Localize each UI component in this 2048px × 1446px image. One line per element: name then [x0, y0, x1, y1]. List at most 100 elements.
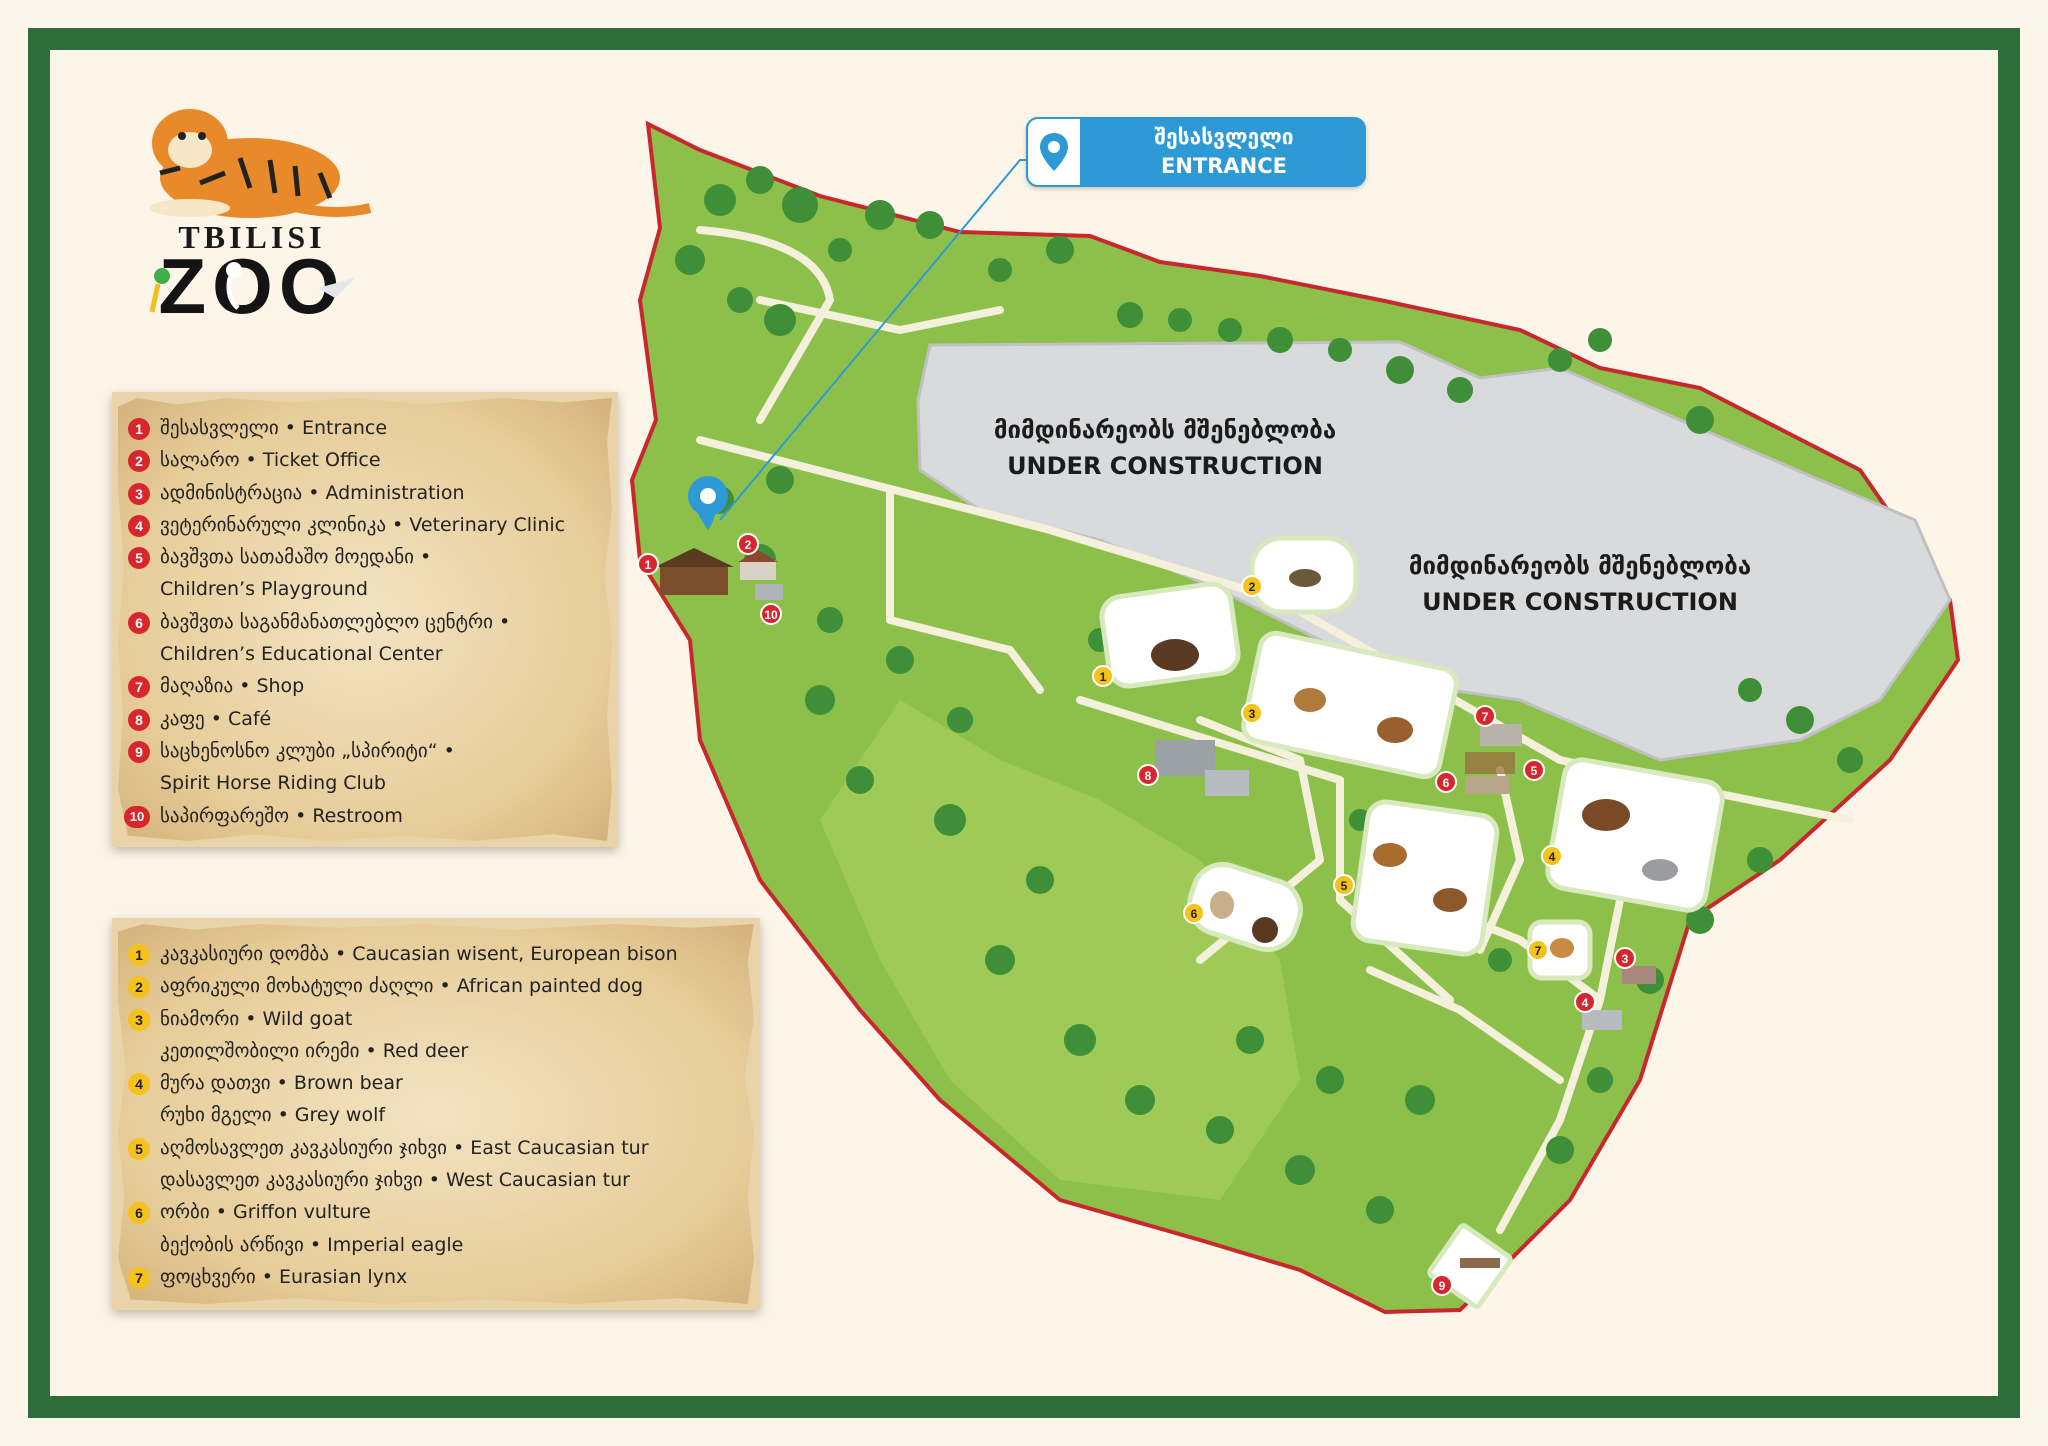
animal-legend-text: ორბი • Griffon vulture: [160, 1201, 371, 1224]
construction-label-1-ka: მიმდინარეობს მშენებლობა: [994, 416, 1336, 444]
tree-clusters: [675, 166, 1863, 1224]
parrot-icon: [149, 268, 170, 313]
enclosure-number-badge: 6: [128, 1202, 150, 1225]
facility-number-badge: 2: [128, 450, 150, 473]
enclosure-number-badge: 2: [128, 976, 150, 999]
animal-legend-text: კეთილშობილი ირემი • Red deer: [160, 1039, 469, 1062]
riding-club-icon: [1460, 1258, 1500, 1268]
grey-wolf-icon: [1642, 859, 1678, 881]
facility-marker-circle: [1474, 705, 1496, 727]
facility-legend-text: ადმინისტრაცია • Administration: [160, 481, 465, 504]
ticket-office-icon: [738, 550, 778, 580]
enclosure-marker-circle: [1527, 939, 1549, 961]
entrance-callout-pin: [1026, 117, 1082, 187]
animal-legend-item: 7 ფოცხვერი • Eurasian lynx: [128, 1261, 678, 1293]
facility-legend-text: ბავშვთა სათამაშო მოედანი •: [160, 546, 432, 569]
painted-dog-icon: [1289, 569, 1321, 587]
enclosure-marker-number: 6: [1191, 907, 1198, 921]
animal-legend-text: რუხი მგელი • Grey wolf: [160, 1104, 386, 1127]
facility-marker-number: 7: [1482, 710, 1489, 724]
enclosure-1: [1099, 581, 1241, 689]
restroom-icon: [755, 584, 783, 600]
facility-number-badge: 5: [128, 547, 150, 570]
animal-legend-text: კავკასიური დომბა • Caucasian wisent, Eur…: [160, 943, 678, 965]
facility-number-badge: 4: [128, 514, 150, 537]
enclosure-marker-number: 2: [1249, 580, 1256, 594]
enclosure-marker-number: 3: [1249, 707, 1256, 721]
facility-legend-text-continued: Spirit Horse Riding Club: [160, 772, 386, 795]
facility-marker-circle: [1574, 991, 1596, 1013]
enclosure-marker-number: 1: [1100, 670, 1107, 684]
animal-legend-text: დასავლეთ კავკასიური ჯიხვი • West Caucasi…: [160, 1169, 630, 1192]
facility-number-badge: 1: [128, 418, 150, 440]
entrance-pin-icon: [688, 476, 728, 530]
facility-marker-circle: [1137, 764, 1159, 786]
enclosure-number-badge: 7: [128, 1266, 150, 1289]
educational-center-icon: [1465, 776, 1509, 794]
enclosure-marker-circle: [1183, 902, 1205, 924]
enclosure-number-badge: 3: [128, 1008, 150, 1031]
facility-marker-number: 6: [1443, 776, 1450, 790]
tiger-icon: [150, 109, 372, 218]
enclosure-marker-circle: [1092, 665, 1114, 687]
monkey-icon: [226, 262, 242, 310]
facility-marker-number: 9: [1439, 1279, 1446, 1293]
construction-label-2-ka: მიმდინარეობს მშენებლობა: [1409, 552, 1751, 580]
griffon-vulture-icon: [1210, 891, 1234, 919]
east-tur-icon: [1373, 843, 1407, 867]
facility-marker-number: 2: [745, 538, 752, 552]
entrance-callout-line: [719, 159, 1026, 521]
facility-legend-text: ბავშვთა საგანმანათლებლო ცენტრი •: [160, 610, 511, 633]
enclosure-marker-circle: [1241, 575, 1263, 597]
facility-number-badge: 3: [128, 482, 150, 505]
enclosure-marker-number: 5: [1341, 879, 1348, 893]
red-deer-icon: [1377, 717, 1413, 743]
animal-legend-text: აღმოსავლეთ კავკასიური ჯიხვი • East Cauca…: [160, 1136, 649, 1159]
facility-marker-circle: [1614, 947, 1636, 969]
entrance-callout-label-ka: შესასვლელი: [1154, 125, 1294, 149]
enclosure-4: [1545, 757, 1725, 913]
facility-legend-text-continued: Children’s Playground: [160, 578, 368, 601]
brown-bear-icon: [1582, 799, 1630, 831]
facility-legend-text: სალარო • Ticket Office: [160, 449, 381, 472]
logo-line1: TBILISI: [178, 219, 325, 255]
bison-icon: [1151, 639, 1199, 671]
facility-legend-text: საპირფარეშო • Restroom: [160, 804, 403, 827]
enclosure-marker-number: 4: [1549, 850, 1556, 864]
facility-legend-item: 3 ადმინისტრაცია • Administration: [128, 477, 565, 509]
facility-marker-circle: [1435, 771, 1457, 793]
facility-legend-text: კაფე • Café: [160, 707, 272, 730]
lynx-icon: [1550, 938, 1574, 958]
administration-icon: [1622, 966, 1656, 984]
animal-legend-text: ფოცხვერი • Eurasian lynx: [160, 1265, 408, 1288]
facility-legend-text: მაღაზია • Shop: [160, 675, 305, 698]
enclosures: [1099, 535, 1725, 1309]
west-tur-icon: [1433, 888, 1467, 912]
entrance-callout: შესასვლელი ENTRANCE: [1026, 117, 1366, 187]
playground-icon: [1465, 752, 1515, 774]
facility-number-badge: 6: [128, 611, 150, 634]
facility-marker-circle: [1523, 759, 1545, 781]
facility-marker-number: 1: [645, 558, 652, 572]
shop-icon: [1480, 724, 1522, 746]
enclosure-marker-number: 7: [1535, 944, 1542, 958]
tbilisi-zoo-logo: TBILISI ZOO: [149, 109, 372, 323]
entrance-gate-icon: [655, 548, 734, 595]
